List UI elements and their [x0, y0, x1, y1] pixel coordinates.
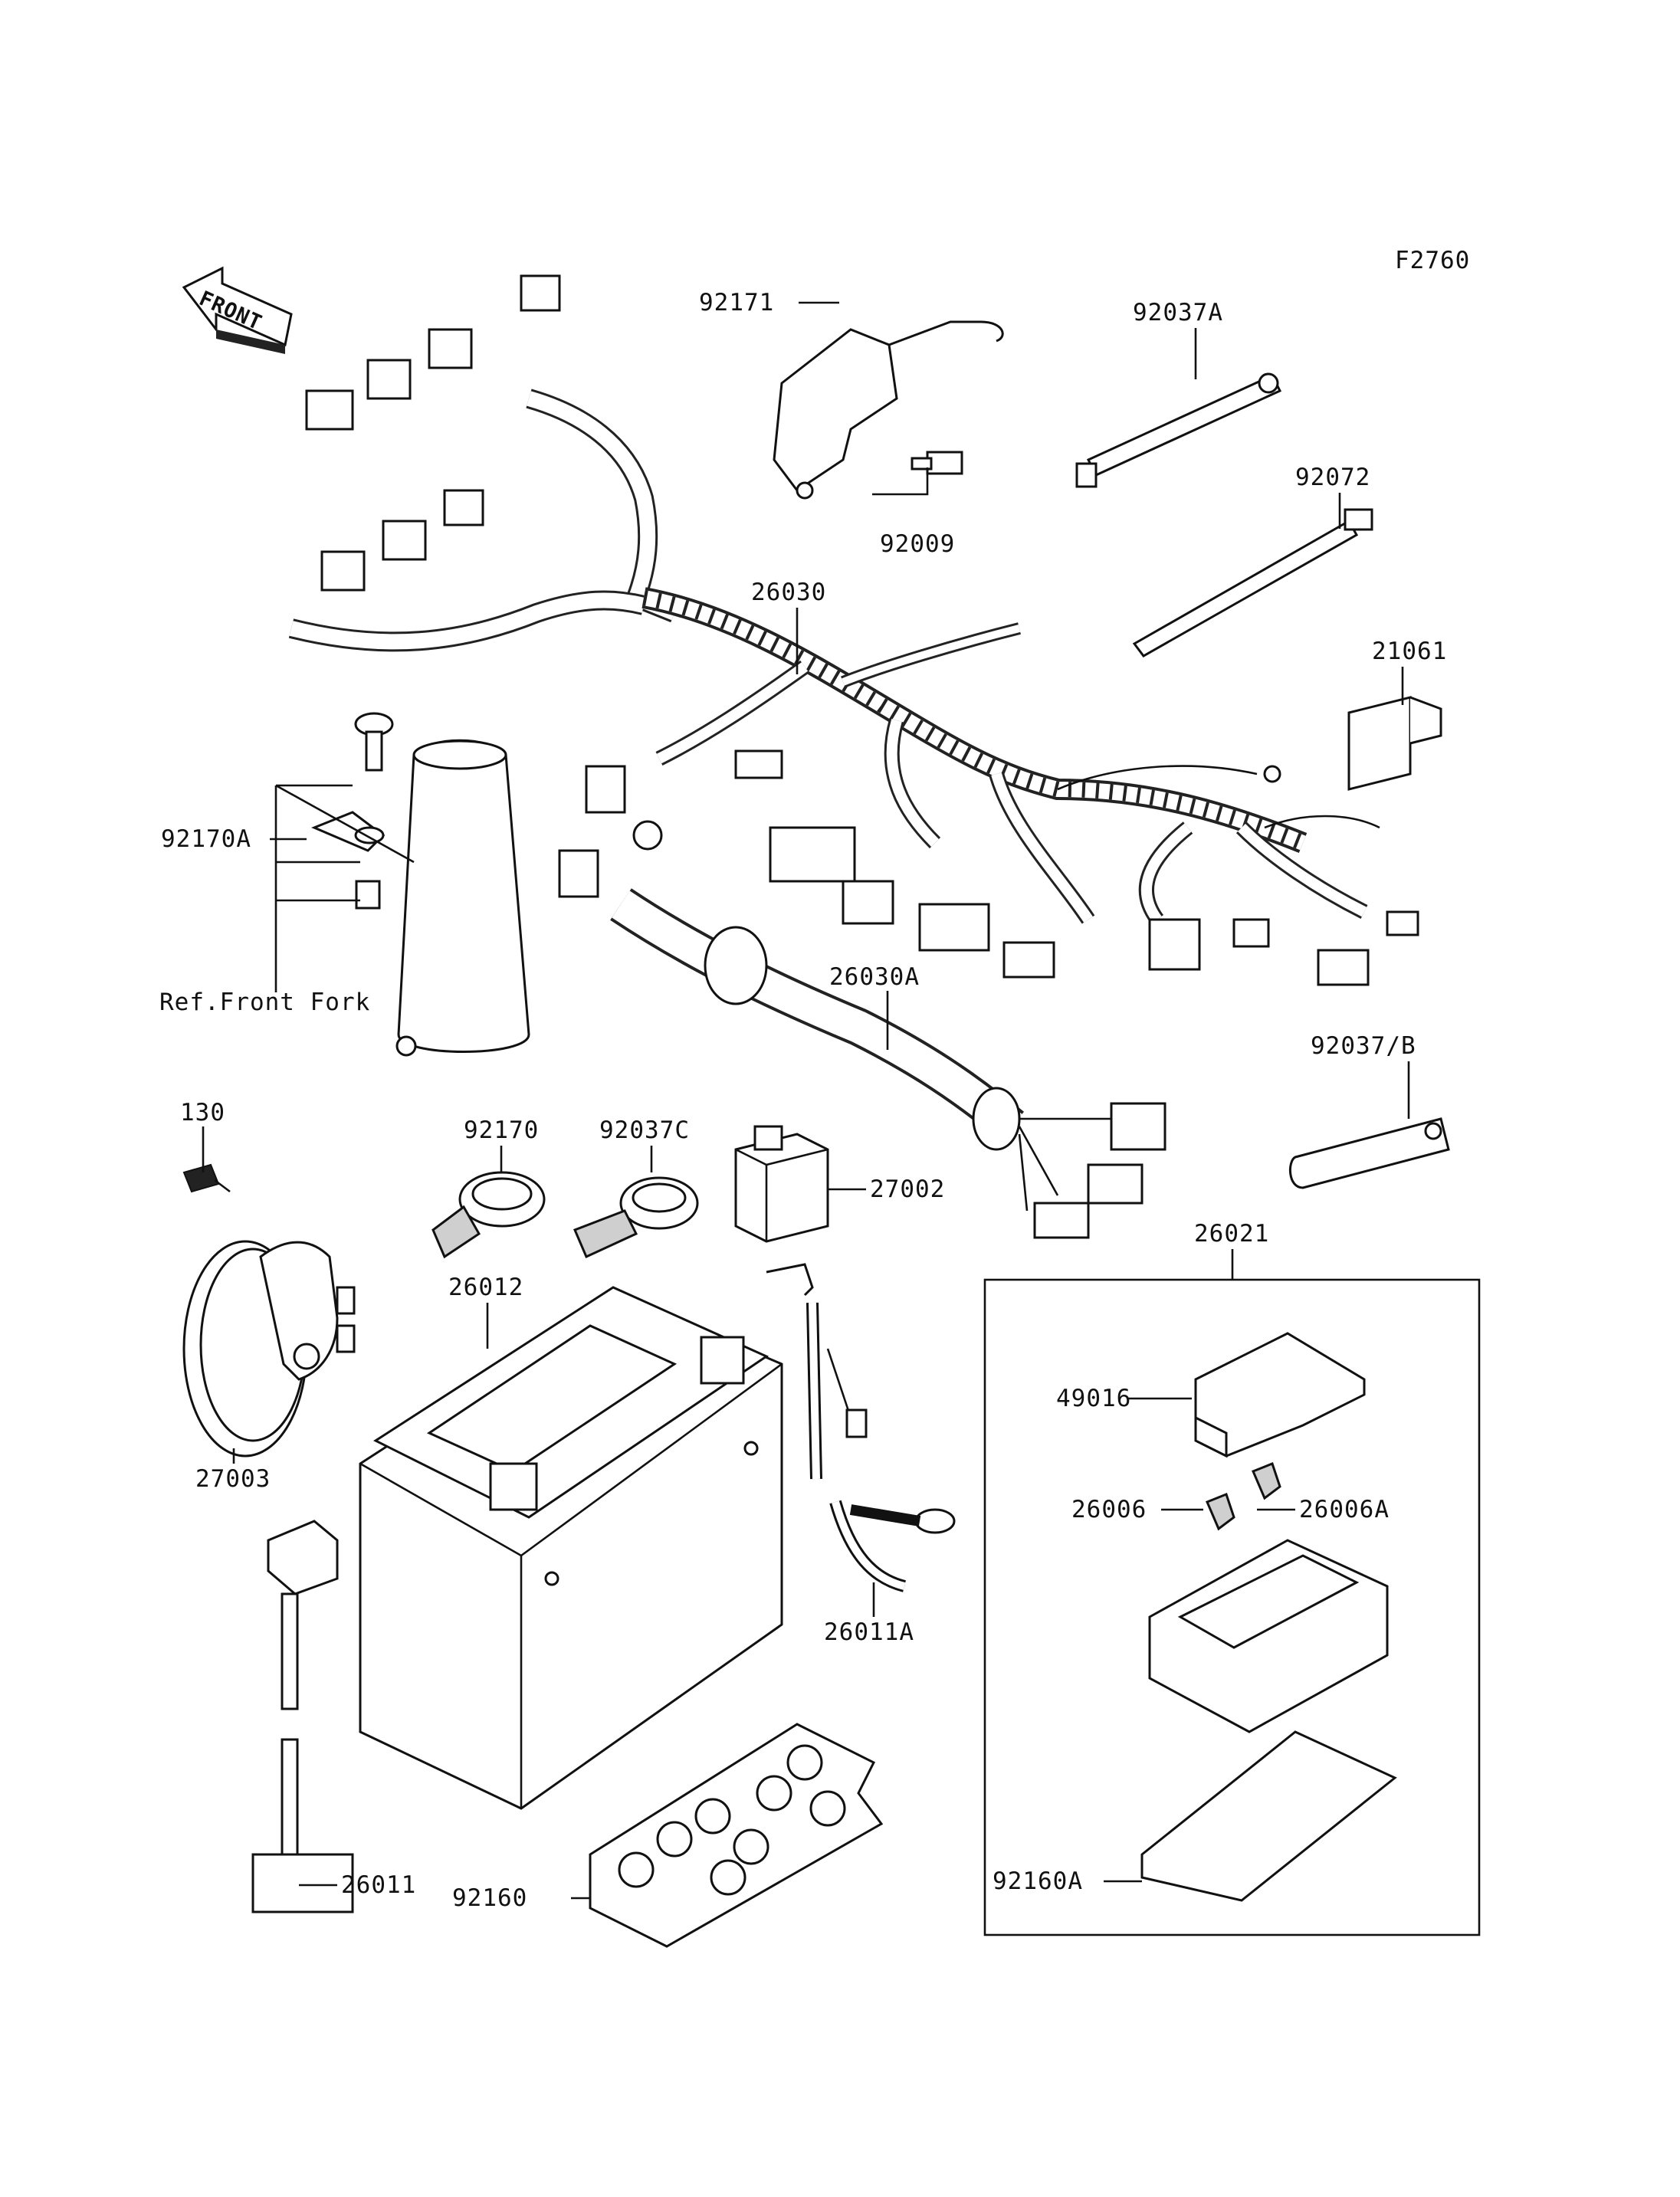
label-92072: 92072	[1295, 464, 1370, 491]
label-26030a: 26030A	[829, 963, 920, 991]
label-26011a: 26011A	[824, 1618, 914, 1646]
label-ref-front-fork: Ref.Front Fork	[159, 989, 370, 1016]
label-92170a: 92170A	[161, 825, 251, 853]
part-21061	[1347, 696, 1442, 791]
label-92170: 92170	[464, 1117, 539, 1144]
label-92171: 92171	[699, 289, 774, 316]
lead-26011	[251, 1520, 354, 1913]
battery-pad-92160	[589, 1723, 884, 1948]
cable-tie-92072	[1132, 508, 1373, 657]
main-harness	[288, 274, 1419, 986]
label-92009: 92009	[880, 530, 955, 558]
sub-harness-26030a	[558, 849, 1166, 1239]
label-21061: 21061	[1372, 638, 1447, 665]
lead-26011a	[766, 1263, 956, 1592]
bolt-92009	[911, 451, 963, 475]
label-92037c: 92037C	[599, 1117, 690, 1144]
label-26011: 26011	[341, 1871, 416, 1899]
leader-lines	[202, 301, 1410, 1900]
clamp-92170a	[311, 712, 394, 910]
horn-27003	[182, 1163, 356, 1458]
clamps-92170-92037c	[431, 1171, 699, 1259]
label-26012: 26012	[448, 1274, 523, 1301]
label-26006a: 26006A	[1299, 1496, 1390, 1523]
label-92037b: 92037/B	[1311, 1032, 1416, 1060]
front-arrow-icon: FRONT	[182, 266, 293, 354]
label-27002: 27002	[870, 1176, 945, 1203]
label-92037a: 92037A	[1133, 299, 1223, 326]
label-49016: 49016	[1056, 1385, 1131, 1412]
label-26021: 26021	[1194, 1220, 1269, 1248]
label-92160: 92160	[452, 1884, 527, 1912]
strap-92037b	[1288, 1117, 1450, 1189]
fork-cover	[395, 739, 530, 1057]
label-92160a: 92160A	[993, 1867, 1083, 1895]
bracket-92171	[773, 320, 1004, 500]
strap-92037a	[1075, 372, 1282, 488]
battery-26012	[359, 1286, 783, 1810]
label-130: 130	[180, 1099, 225, 1126]
fuse-box-26021	[1140, 1332, 1397, 1902]
label-27003: 27003	[195, 1465, 271, 1493]
figure-code: F2760	[1395, 247, 1470, 274]
label-26006: 26006	[1071, 1496, 1147, 1523]
label-26030: 26030	[751, 579, 826, 606]
relay-27002	[734, 1125, 829, 1243]
